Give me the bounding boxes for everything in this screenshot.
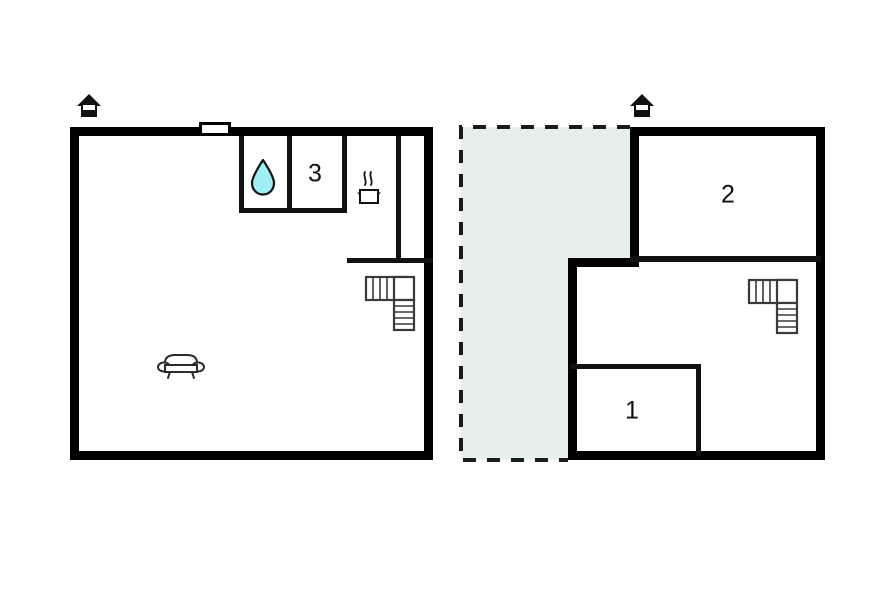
left-wall-left [70, 127, 79, 460]
bathroom-room3-divider [287, 136, 292, 213]
terrace-area [461, 127, 630, 460]
left-floor-plan: 3 [70, 94, 433, 460]
left-wall-right [424, 127, 433, 460]
room-3-label: 3 [308, 160, 322, 188]
window-opening-icon [199, 122, 231, 136]
room1-wall-right [696, 364, 701, 456]
staircase-icon [747, 278, 799, 335]
room-1-label: 1 [625, 397, 639, 425]
house-entrance-icon [630, 94, 654, 117]
left-wall-top [70, 127, 433, 136]
room-2-label: 2 [721, 181, 735, 209]
room3-wall-right [342, 136, 347, 213]
bathroom-wall-left [239, 136, 244, 213]
sofa-icon [157, 354, 205, 379]
cooking-pot-icon [357, 171, 381, 204]
terrace-dashed-border [459, 125, 630, 462]
right-floor-plan: 2 1 [459, 94, 825, 462]
kitchen-wall-bottom [347, 258, 433, 263]
room1-wall-top [570, 364, 701, 369]
house-entrance-icon [77, 94, 101, 117]
staircase-icon [364, 275, 416, 332]
kitchen-wall-right [396, 136, 401, 262]
bath-room3-wall-bottom [239, 208, 347, 213]
room2-wall-bottom [630, 256, 821, 262]
left-wall-bottom [70, 451, 433, 460]
water-drop-icon [250, 158, 276, 196]
right-outer-walls [568, 127, 825, 460]
